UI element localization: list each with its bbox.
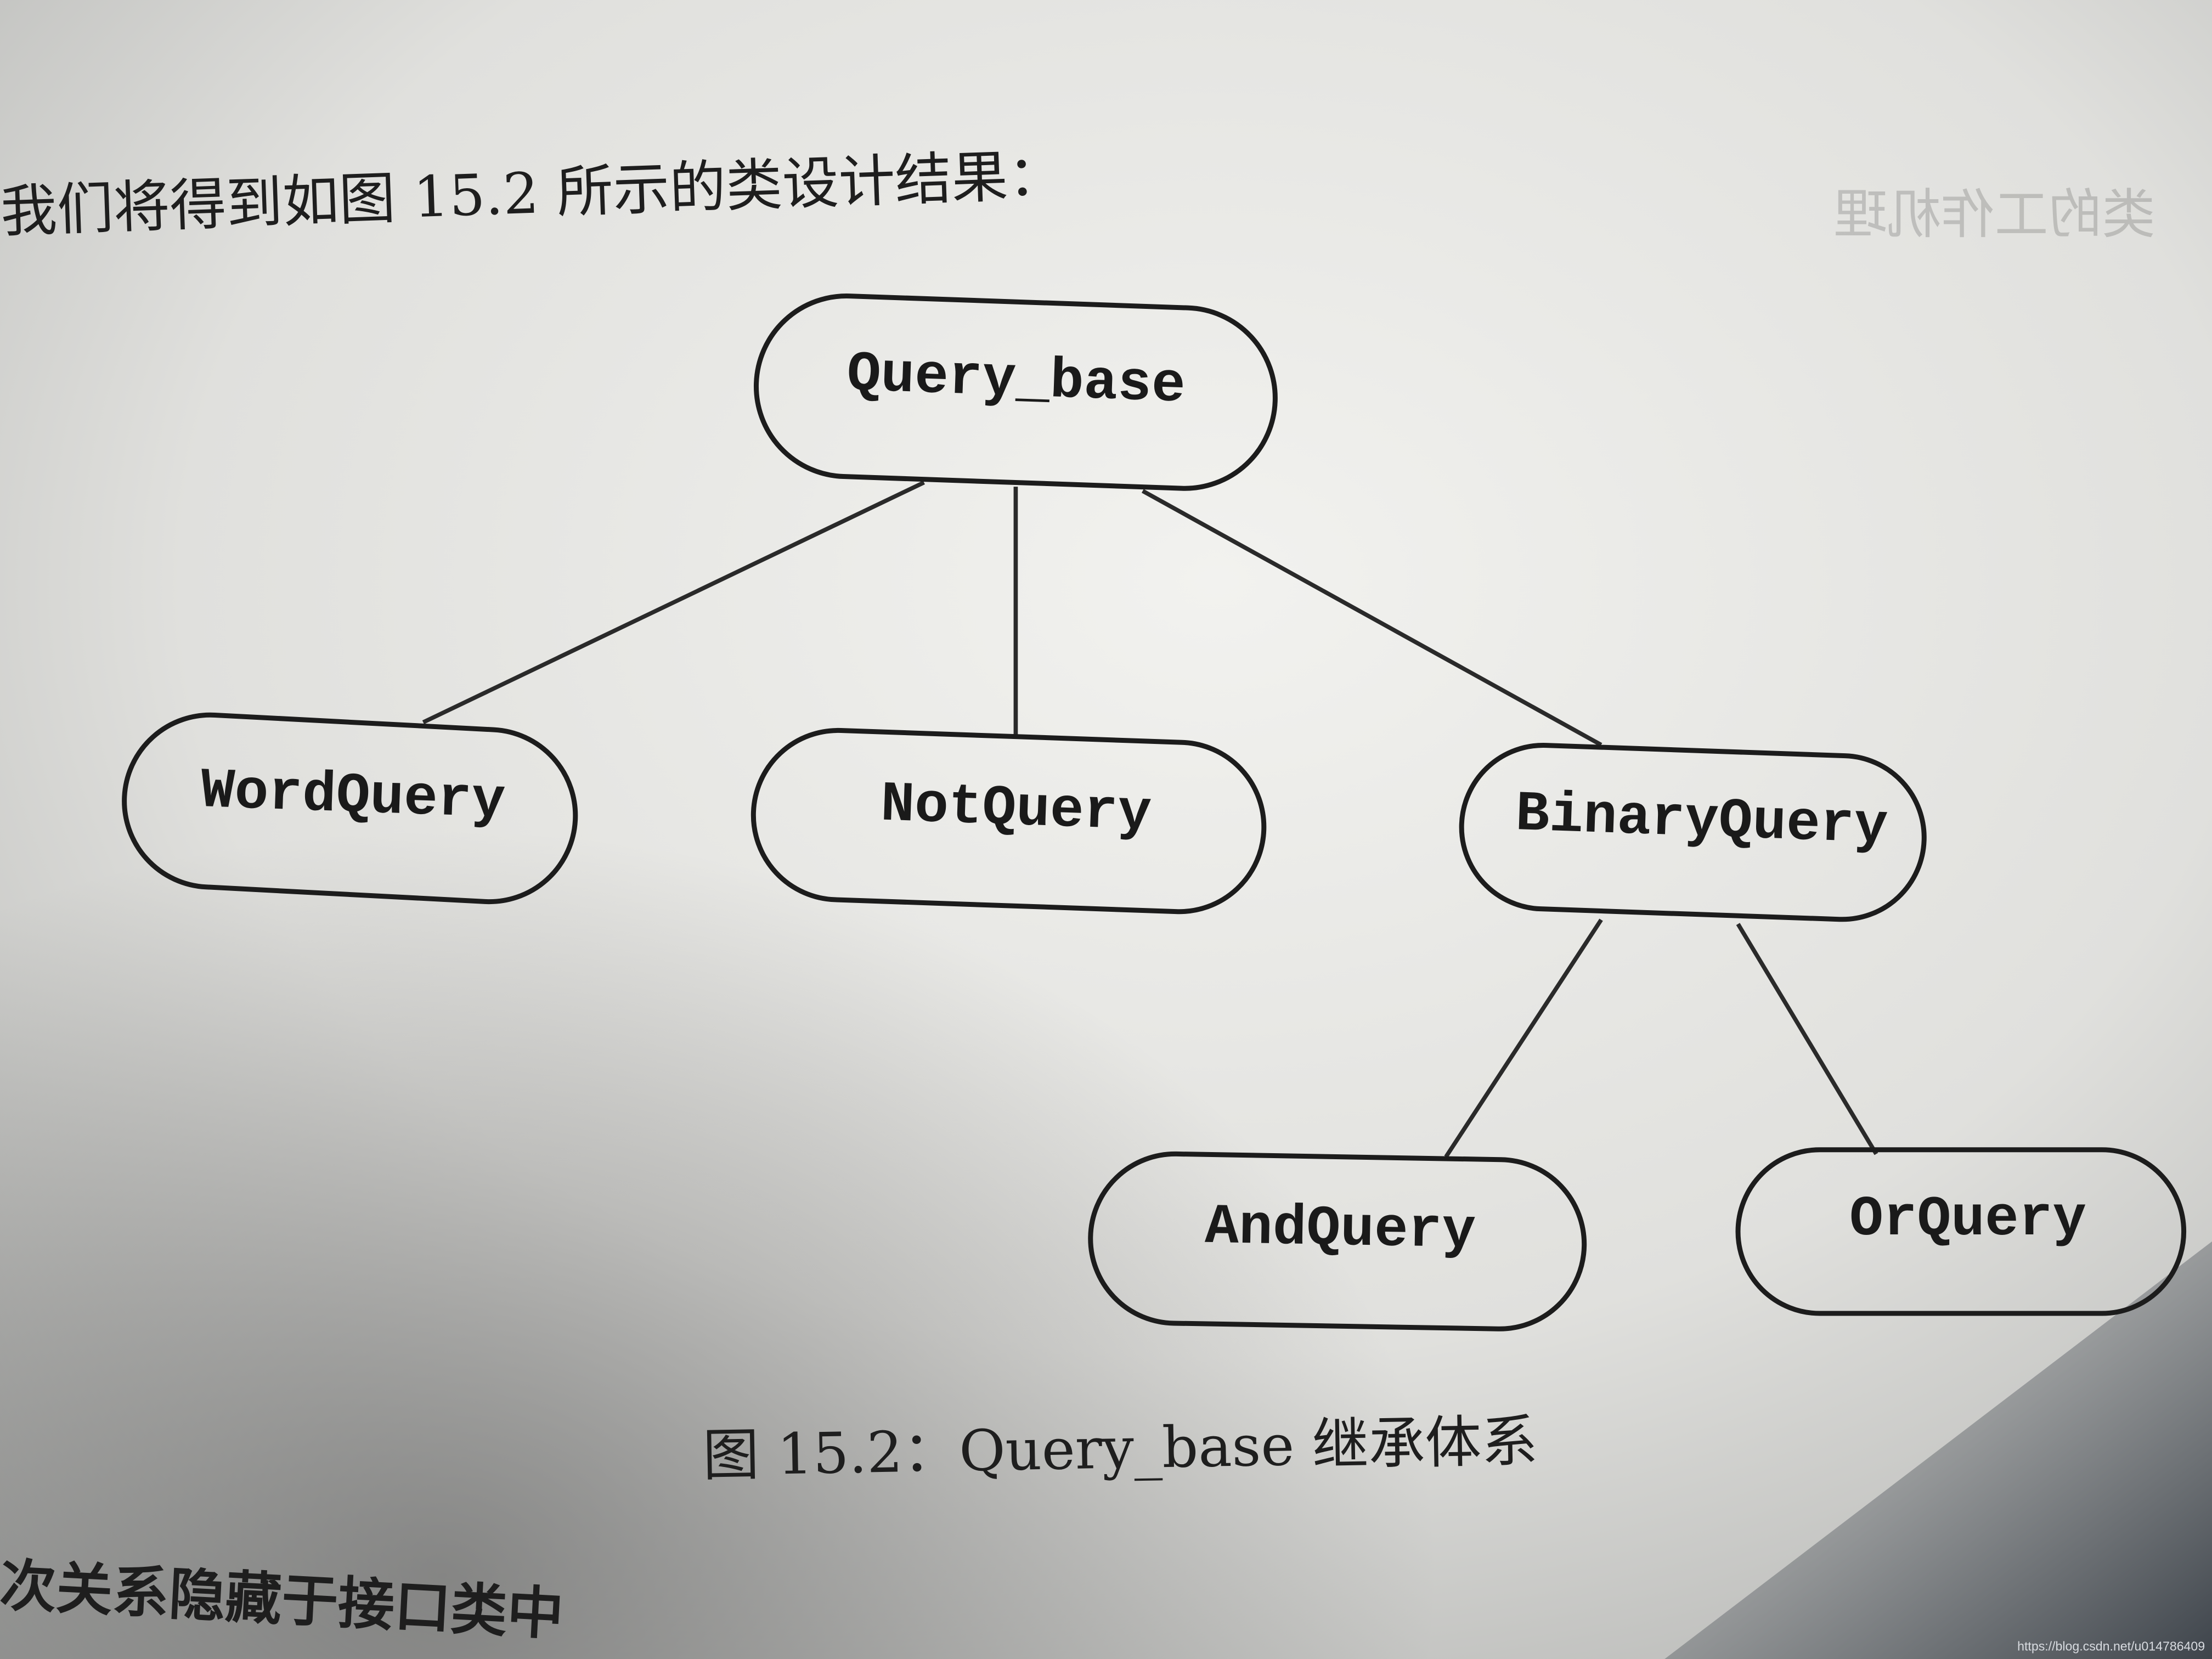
figure-caption: 图 15.2：Query_base 继承体系 xyxy=(702,1409,1538,1489)
watermark: https://blog.csdn.net/u014786409 xyxy=(2017,1639,2205,1654)
node-label: WordQuery xyxy=(200,759,506,833)
node-not-query: NotQuery xyxy=(751,727,1267,915)
node-label: OrQuery xyxy=(1849,1187,2086,1251)
node-query-base: Query_base xyxy=(753,294,1278,491)
node-label: Query_base xyxy=(846,342,1187,417)
node-word-query: WordQuery xyxy=(122,712,578,905)
node-label: AndQuery xyxy=(1204,1195,1476,1264)
edge-querybase-binaryquery xyxy=(1141,489,1602,747)
node-label: BinaryQuery xyxy=(1515,782,1889,859)
edge-querybase-wordquery xyxy=(422,480,925,725)
dark-corner xyxy=(1664,1241,2212,1659)
node-or-query: OrQuery xyxy=(1735,1147,2187,1316)
inheritance-diagram: Query_base WordQuery NotQuery BinaryQuer… xyxy=(122,294,2187,1331)
node-label: NotQuery xyxy=(879,772,1153,846)
edge-binaryquery-orquery xyxy=(1736,923,1878,1155)
node-binary-query: BinaryQuery xyxy=(1459,742,1927,922)
bleed-through-heading: 类的工作机理 xyxy=(1834,183,2155,246)
node-and-query: AndQuery xyxy=(1088,1151,1587,1331)
edge-binaryquery-andquery xyxy=(1444,918,1603,1158)
